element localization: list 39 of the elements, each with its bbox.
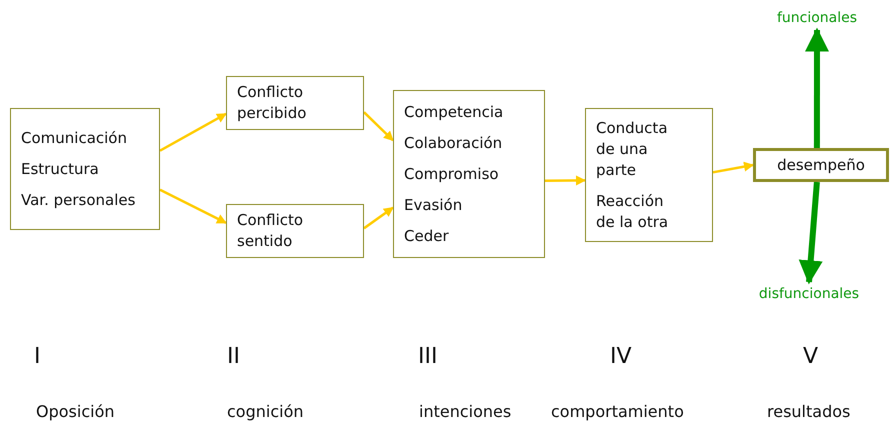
- stage-box: [10, 108, 160, 230]
- stage-name: cognición: [227, 401, 304, 422]
- arrow: [159, 188, 227, 224]
- stage-text: Conflicto percibido: [237, 82, 308, 124]
- stage-text: Conducta de una parte: [596, 118, 669, 180]
- outcome-label: disfuncionales: [758, 284, 860, 304]
- arrow: [798, 182, 823, 284]
- stage-text: desempeño: [777, 154, 865, 176]
- outcome-label: funcionales: [776, 8, 858, 28]
- stage-text: Var. personales: [21, 190, 136, 210]
- stage-text: Comunicación: [21, 128, 128, 148]
- stage-name: comportamiento: [551, 401, 684, 422]
- arrow: [159, 112, 227, 152]
- stage-numeral: V: [803, 343, 818, 371]
- stage-numeral: III: [418, 343, 438, 371]
- stage-text: Colaboración: [404, 132, 504, 154]
- arrow: [712, 162, 754, 174]
- outcome-box: [753, 148, 889, 182]
- stage-text: Ceder: [404, 226, 450, 246]
- stage-text: Conflicto sentido: [237, 210, 304, 252]
- stage-text: Estructura: [21, 158, 100, 180]
- stage-text: Evasión: [404, 194, 464, 216]
- stage-box: [585, 108, 713, 242]
- arrow: [363, 206, 394, 230]
- stage-name: intenciones: [419, 401, 512, 422]
- stage-numeral: I: [34, 343, 40, 371]
- arrow: [544, 175, 586, 186]
- stage-text: Competencia: [404, 102, 504, 122]
- stage-box: [226, 76, 364, 130]
- stage-numeral: II: [227, 343, 240, 371]
- arrow: [804, 28, 829, 148]
- stage-text: Reacción de la otra: [596, 190, 670, 232]
- stage-name: resultados: [767, 401, 850, 422]
- stage-box: [226, 204, 364, 258]
- stage-box: [393, 90, 545, 258]
- stage-name: Oposición: [36, 401, 114, 422]
- stage-text: Compromiso: [404, 164, 500, 184]
- stage-numeral: IV: [610, 343, 632, 371]
- arrow: [363, 111, 394, 142]
